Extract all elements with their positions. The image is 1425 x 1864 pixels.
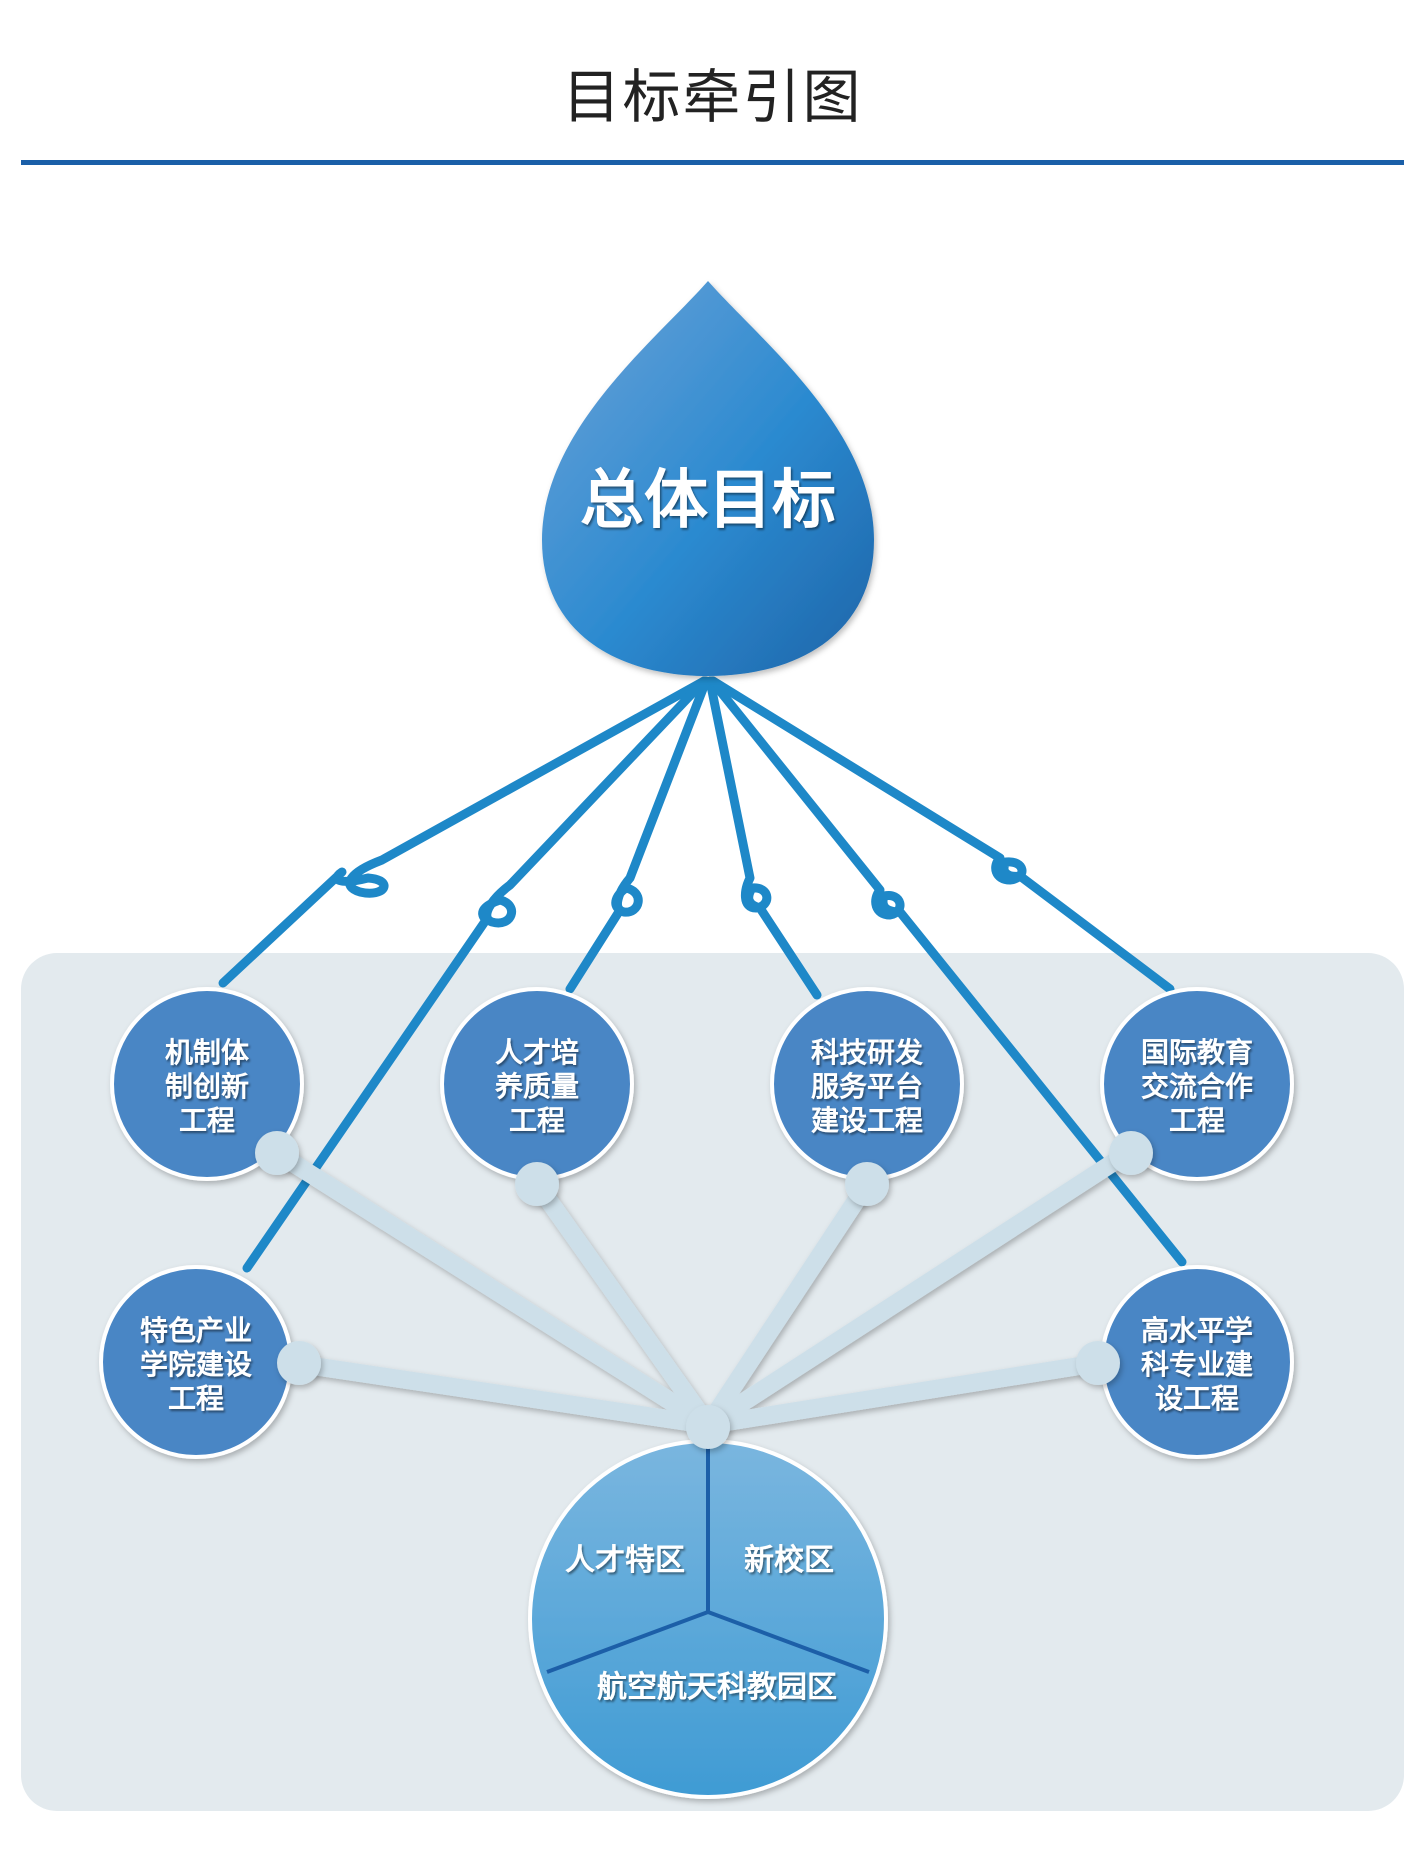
project-label-line: 机制体 [165,1036,250,1069]
connector-talent [528,1175,717,1434]
link-discipline [707,676,1187,1267]
project-label-line: 工程 [509,1104,565,1137]
hub-node [686,1405,730,1449]
project-label-line: 学院建设 [140,1348,252,1381]
project-label-line: 科专业建 [1141,1348,1253,1381]
project-label-line: 建设工程 [811,1104,923,1137]
project-label-line: 特色产业 [140,1314,252,1347]
project-circle [110,987,304,1181]
link-talent [565,676,711,994]
project-label-line: 工程 [168,1382,224,1415]
connector-research [699,1175,876,1434]
project-label-line: 人才培 [495,1036,579,1069]
link-research [705,676,822,1000]
link-mechanism [218,676,709,988]
link-industry-college [242,676,709,1273]
knob-mechanism [255,1131,299,1175]
knob-research [845,1162,889,1206]
project-label-line: 制创新 [165,1070,249,1103]
knob-talent [515,1162,559,1206]
goal-drop [542,281,874,676]
base-segment-aerospace-park: 航空航天科教园区 [597,1670,837,1705]
project-label-line: 交流合作 [1141,1070,1253,1103]
project-label-line: 工程 [1169,1104,1225,1137]
base-segment-new-campus: 新校区 [744,1543,834,1578]
project-label-line: 国际教育 [1141,1036,1253,1069]
project-label-line: 设工程 [1155,1382,1239,1415]
knob-international [1109,1131,1153,1175]
page-title: 目标牵引图 [562,63,863,131]
connector-industry-college [284,1354,717,1434]
link-international [708,676,1175,994]
title-divider [21,160,1404,165]
base-segment-talent-zone: 人才特区 [565,1543,685,1578]
connector-discipline [699,1354,1107,1434]
project-label-line: 养质量 [495,1070,579,1103]
project-label-line: 工程 [179,1104,235,1137]
connector-international [699,1142,1140,1434]
knob-discipline [1076,1341,1120,1385]
goal-label: 总体目标 [580,464,836,538]
project-circle [1100,987,1294,1181]
knob-industry-college [277,1341,321,1385]
connector-mechanism [265,1142,717,1434]
project-label-line: 高水平学 [1141,1314,1253,1347]
base-circle [528,1439,888,1799]
project-label-line: 科技研发 [811,1036,923,1069]
project-label-line: 服务平台 [811,1070,923,1103]
